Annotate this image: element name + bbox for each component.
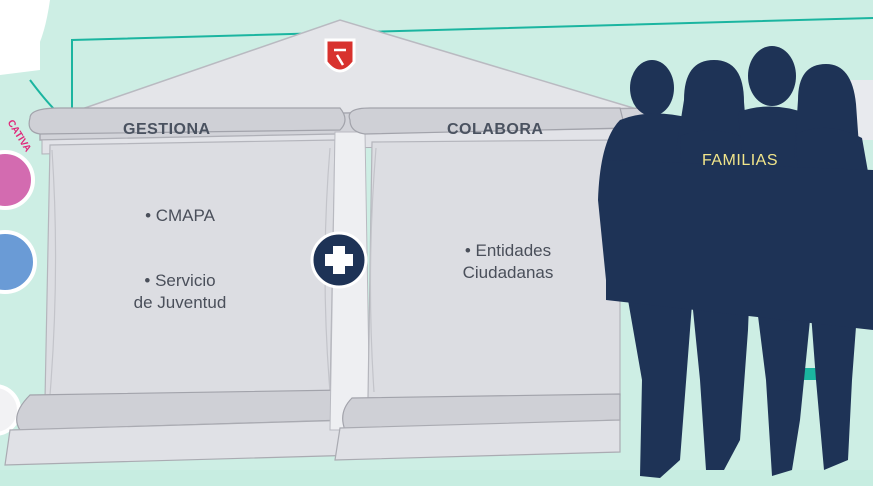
- side-circle-pink: [0, 150, 35, 210]
- side-panel: [0, 40, 40, 75]
- coat-of-arms-icon: [324, 38, 356, 73]
- plinth-right: [334, 419, 621, 461]
- shield-figure: [334, 48, 346, 66]
- item-juventud: de Juventud: [133, 293, 227, 312]
- side-circle-blue: [0, 230, 37, 294]
- item-ciudadanas: Ciudadanas: [462, 263, 554, 282]
- item-entidades: • Entidades: [464, 241, 552, 260]
- capital-right: [348, 107, 626, 135]
- item-servicio: • Servicio: [144, 271, 216, 290]
- plus-icon: [325, 246, 353, 274]
- column-title-colabora: COLABORA: [447, 121, 544, 138]
- families-label: FAMILIAS: [701, 152, 779, 169]
- column-title-gestiona: GESTIONA: [123, 121, 211, 138]
- capital-left: [28, 107, 346, 135]
- item-cmapa: • CMAPA: [145, 206, 215, 225]
- floor-band: [0, 470, 873, 486]
- family-silhouette: [598, 46, 873, 479]
- side-circle-white: [0, 384, 21, 436]
